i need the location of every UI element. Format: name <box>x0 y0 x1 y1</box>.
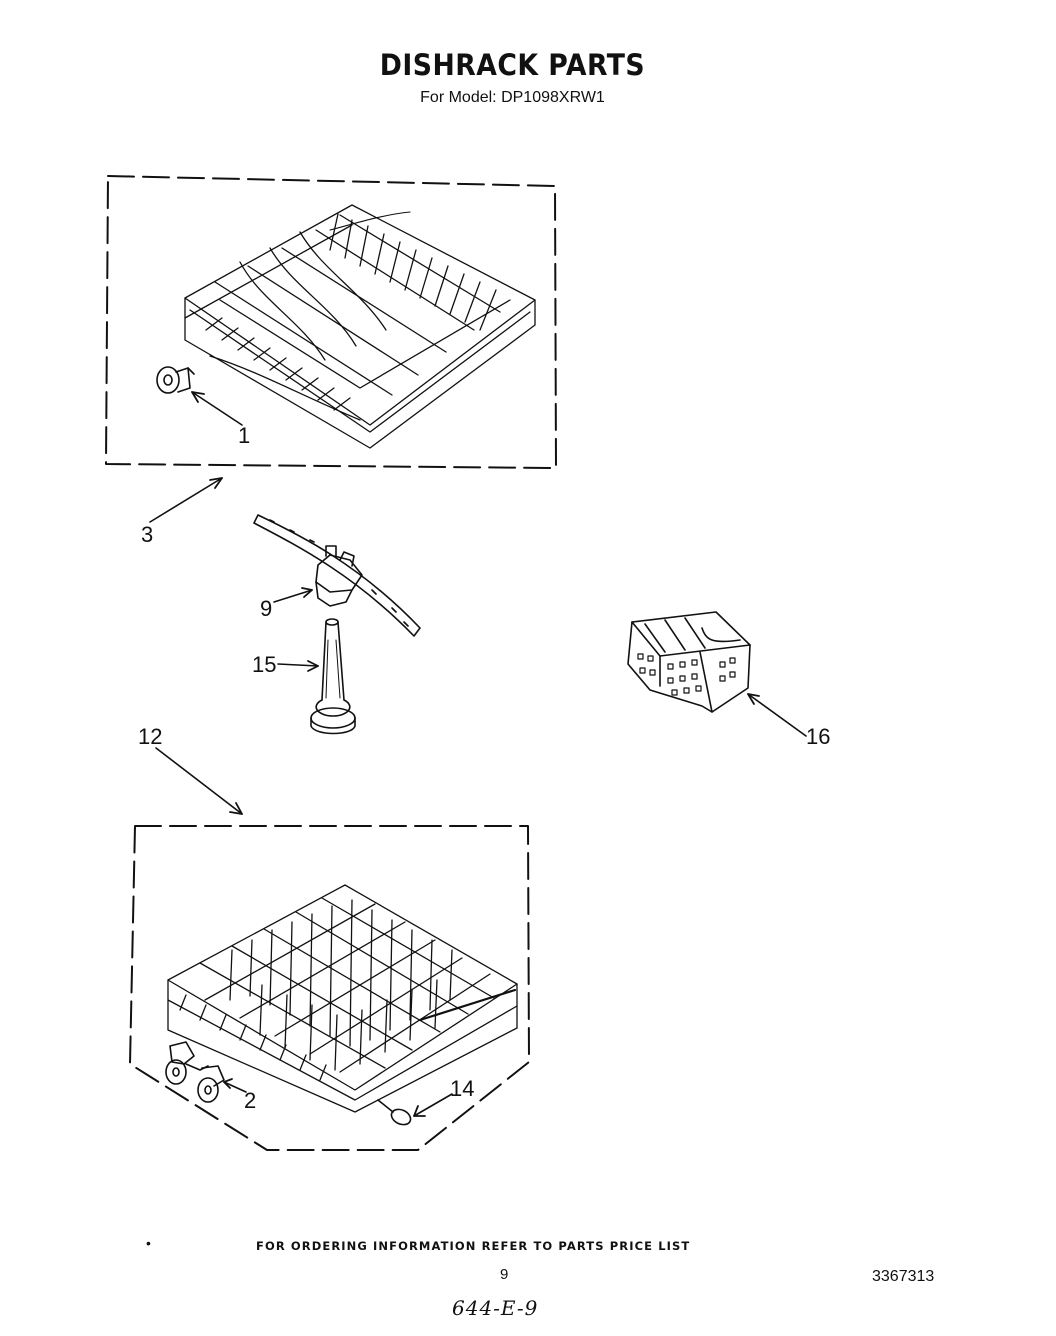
spray-arm-part-9 <box>253 514 421 637</box>
callout-leader-12 <box>155 747 243 815</box>
callout-leader-14 <box>413 1093 453 1117</box>
callout-number-15: 15 <box>252 652 277 677</box>
lower-dishrack-drawing <box>167 884 518 1113</box>
stud-part-14 <box>377 1099 412 1126</box>
callout-leader-1 <box>191 391 243 426</box>
lower-rack-group-box <box>129 825 530 1151</box>
callout-number-12: 12 <box>138 724 163 749</box>
rack-roller-part-1 <box>156 366 195 394</box>
upper-rack-group-box <box>105 175 557 469</box>
callout-arrowhead-15 <box>307 660 319 672</box>
upper-dishrack-drawing <box>184 204 536 449</box>
callout-arrowhead-1 <box>191 391 205 403</box>
callout-arrowhead-14 <box>413 1105 426 1117</box>
callout-number-1: 1 <box>238 423 251 448</box>
callout-number-2: 2 <box>244 1088 257 1113</box>
callout-number-14: 14 <box>450 1076 475 1101</box>
silverware-basket-part-16 <box>627 611 751 713</box>
callout-arrowhead-3 <box>209 477 223 489</box>
callout-number-9: 9 <box>260 596 273 621</box>
model-subtitle: For Model: DP1098XRW1 <box>420 89 605 106</box>
callout-leader-3 <box>149 477 223 523</box>
document-number: 3367313 <box>872 1268 935 1285</box>
callout-number-3: 3 <box>141 522 154 547</box>
spray-tower-part-15 <box>310 618 356 735</box>
handwritten-note: 644-E-9 <box>452 1296 539 1320</box>
lower-roller-assembly-part-2 <box>165 1041 225 1103</box>
callout-leader-9 <box>273 589 313 603</box>
callout-leader-16 <box>747 693 807 737</box>
callout-arrowhead-16 <box>747 693 760 705</box>
ordering-info-note: FOR ORDERING INFORMATION REFER TO PARTS … <box>256 1239 691 1253</box>
callout-arrowhead-2 <box>223 1078 233 1089</box>
footer-bullet: • <box>146 1235 151 1251</box>
callout-arrowhead-9 <box>301 587 313 598</box>
callout-number-16: 16 <box>806 724 831 749</box>
callout-leader-2 <box>223 1081 247 1093</box>
page-title: DISHRACK PARTS <box>379 48 646 82</box>
page-number: 9 <box>500 1266 509 1283</box>
callout-arrowhead-12 <box>229 802 243 815</box>
callout-leader-15 <box>277 663 319 667</box>
